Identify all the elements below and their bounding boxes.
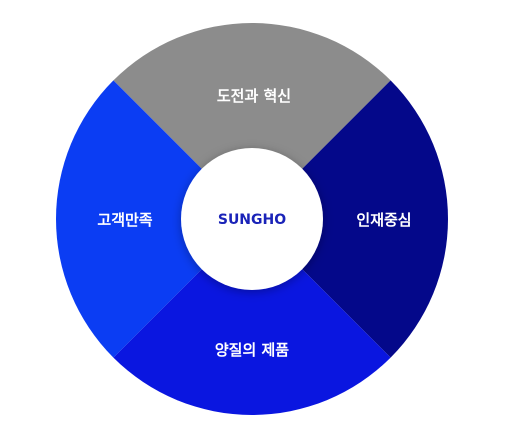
center-circle [181,148,323,290]
segment-right-people-centered [252,23,448,415]
segment-top-label: 도전과 혁신 [217,87,291,105]
segment-bottom-label: 양질의 제품 [215,341,289,359]
center-logo-text: SUNGHO [218,212,286,228]
segment-left-label: 고객만족 [97,211,152,229]
segment-top-challenge-innovation [56,23,448,219]
segment-bottom-quality-products [56,219,448,415]
segment-right-label: 인재중심 [356,211,411,229]
segment-left-customer-satisfaction [56,23,252,415]
wheel [56,23,448,415]
